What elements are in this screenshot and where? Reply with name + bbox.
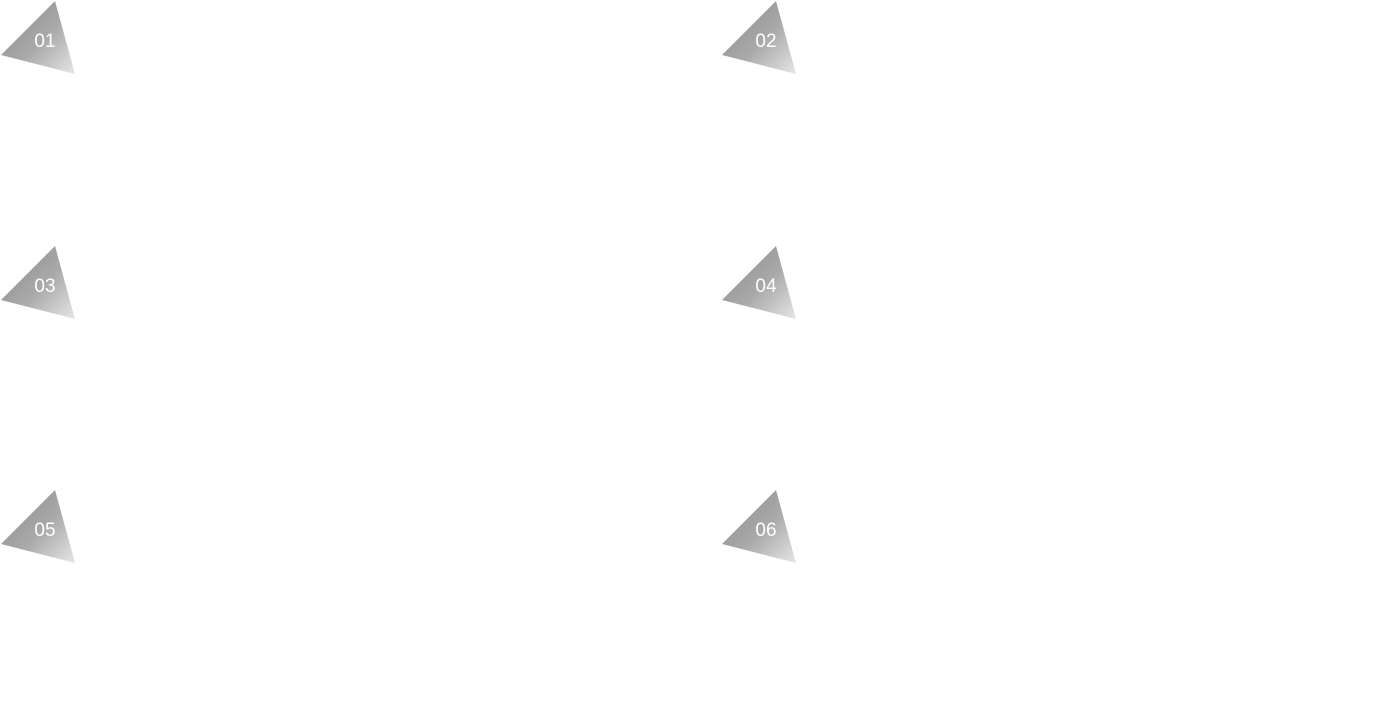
number-badge-01: 01 — [0, 0, 80, 80]
triangle-icon — [1, 246, 75, 319]
number-badge-02: 02 — [721, 0, 801, 80]
number-badge-06: 06 — [721, 489, 801, 569]
badge-number: 05 — [34, 520, 56, 541]
triangle-icon — [1, 490, 75, 563]
badge-number: 04 — [755, 276, 777, 297]
triangle-icon — [722, 246, 796, 319]
triangle-icon — [1, 1, 75, 74]
badge-number: 02 — [755, 31, 777, 52]
number-badge-03: 03 — [0, 245, 80, 325]
triangle-icon — [722, 490, 796, 563]
triangle-icon — [722, 1, 796, 74]
badge-number: 06 — [755, 520, 777, 541]
badge-number: 03 — [34, 276, 56, 297]
number-badge-05: 05 — [0, 489, 80, 569]
number-badge-04: 04 — [721, 245, 801, 325]
badge-number: 01 — [34, 31, 56, 52]
